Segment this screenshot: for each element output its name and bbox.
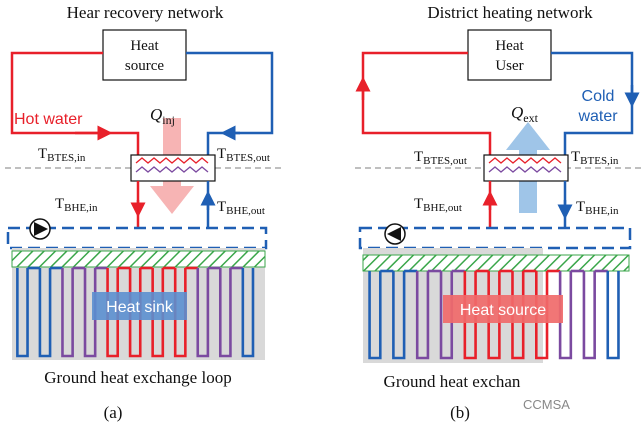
hot-supply-pipe-b xyxy=(361,51,492,160)
borehole-loop xyxy=(16,268,29,358)
heat-source-box-line1: Heat xyxy=(130,38,159,54)
heat-source-box-line2: source xyxy=(125,58,164,74)
heat-sink-label: Heat sink xyxy=(106,299,174,316)
q-inj-label: Qinj xyxy=(150,105,175,127)
panel-a-title: Hear recovery network xyxy=(67,3,224,22)
t-bhe-out-label-b: TBHE,out xyxy=(414,196,462,214)
panel-a: Hear recovery network Heat source Hot wa… xyxy=(5,3,285,422)
q-ext-label: Qext xyxy=(511,103,539,125)
caption-b: Ground heat exchan xyxy=(384,372,521,391)
borehole-loop xyxy=(61,268,74,358)
borehole-loop xyxy=(38,268,52,358)
t-btes-out-label-b: TBTES,out xyxy=(414,149,467,167)
heat-user-box-line1: Heat xyxy=(495,38,524,54)
heat-source-ground-box xyxy=(443,295,563,323)
caption-a: Ground heat exchange loop xyxy=(44,368,231,387)
ground-surface-b xyxy=(362,254,630,272)
borehole-loop xyxy=(606,271,620,360)
hot-supply-pipe xyxy=(10,51,140,160)
panel-a-letter: (a) xyxy=(104,403,123,422)
ground-surface-a xyxy=(11,250,266,268)
heat-source-ground-label: Heat source xyxy=(460,302,546,319)
panel-b: District heating network Heat User Cold … xyxy=(355,3,641,422)
watermark-text: CCMSA xyxy=(523,397,570,412)
t-btes-in-label-b: TBTES,in xyxy=(571,149,619,167)
panel-b-title: District heating network xyxy=(427,3,593,22)
borehole-loop xyxy=(582,271,596,360)
t-btes-out-label: TBTES,out xyxy=(217,146,270,164)
heat-sink-box xyxy=(92,292,187,320)
cold-label-2: water xyxy=(577,108,618,125)
hot-water-label: Hot water xyxy=(14,111,83,128)
panel-b-letter: (b) xyxy=(450,403,470,422)
t-bhe-in-label: TBHE,in xyxy=(55,196,98,214)
heat-source-box xyxy=(102,29,187,81)
cold-return-pipe xyxy=(186,51,274,160)
borehole-loop xyxy=(196,268,210,358)
borehole-loop xyxy=(218,268,232,358)
borehole-loop xyxy=(392,271,406,360)
cold-label-1: Cold xyxy=(582,88,615,105)
t-bhe-in-label-b: TBHE,in xyxy=(576,199,619,217)
borehole-loop xyxy=(241,268,255,358)
t-btes-in-label: TBTES,in xyxy=(38,146,86,164)
t-bhe-out-label: TBHE,out xyxy=(217,199,265,217)
borehole-loop xyxy=(368,271,382,360)
borehole-loop xyxy=(415,271,430,360)
heat-user-box-line2: User xyxy=(495,58,523,74)
cold-return-pipe-b xyxy=(551,51,634,160)
heat-user-box xyxy=(467,29,552,81)
